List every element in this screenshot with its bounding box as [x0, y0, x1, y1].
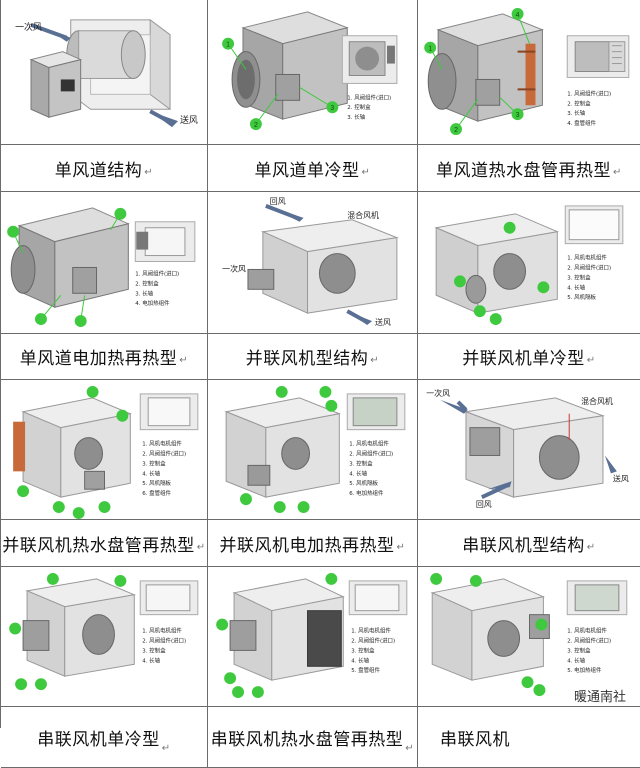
diagram-cell-4: 1. 风阀组件(进口) 2. 控制盒 3. 长轴 4. 电加热组件 — [1, 192, 208, 334]
legend-item-4: 4. 长轴 — [567, 283, 585, 291]
watermark: 暖通南社 — [569, 685, 630, 706]
diagram-cell-8: 1. 风机电机组件 2. 风阀组件(进口) 3. 控制盒 4. 长轴 5. 风机… — [208, 380, 418, 520]
caption-6: 并联风机单冷型↵ — [418, 334, 640, 380]
legend-item-2: 2. 控制盒 — [567, 99, 591, 107]
caption-3: 单风道热水盘管再热型↵ — [418, 145, 640, 192]
series-fan-electric-diagram: 1. 风机电机组件 2. 风阀组件(进口) 3. 控制盒 4. 长轴 5. 电加… — [430, 572, 628, 697]
single-duct-electric-diagram: 1. 风阀组件(进口) 2. 控制盒 3. 长轴 4. 电加热组件 — [7, 207, 196, 328]
marker-2: 2 — [454, 127, 458, 134]
caption-9: 串联风机型结构↵ — [418, 520, 640, 567]
caption-5: 并联风机型结构↵ — [208, 334, 418, 380]
marker-1: 1 — [428, 46, 432, 53]
legend-item-4: 4. 电加热组件 — [135, 299, 170, 307]
legend-item-1: 1. 风阀组件(进口) — [347, 93, 391, 101]
legend-item-1: 1. 风机电机组件 — [142, 627, 182, 635]
label-supply-air: 送风 — [375, 317, 391, 327]
label-mixing-fan: 混合风机 — [347, 210, 379, 220]
legend-item-2: 2. 风阀组件(进口) — [142, 449, 186, 457]
single-duct-structure-diagram: 一次风 送风 — [15, 18, 198, 128]
label-return-air: 回风 — [270, 197, 286, 206]
legend-item-2: 2. 控制盒 — [347, 103, 371, 111]
caption-2: 单风道单冷型↵ — [208, 145, 418, 192]
legend-item-5: 5. 风机隔板 — [349, 479, 378, 487]
legend-item-5: 5. 盘管组件 — [351, 666, 380, 674]
legend-item-1: 1. 风阀组件(进口) — [567, 89, 611, 97]
caption-10: 串联风机单冷型↵ — [1, 707, 208, 768]
single-duct-hot-water-diagram: 1 2 3 4 1. 风阀组件(进口) 2. 控制盒 3. 长轴 4. 盘管组件 — [424, 7, 630, 136]
diagram-cell-5: 回风 混合风机 一次风 送风 — [208, 192, 418, 334]
legend-item-1: 1. 风机电机组件 — [567, 254, 607, 262]
legend-item-3: 3. 控制盒 — [567, 273, 591, 281]
legend-item-2: 2. 控制盒 — [135, 279, 159, 287]
legend-item-5: 5. 风机隔板 — [142, 479, 171, 487]
marker-3: 3 — [516, 112, 520, 119]
legend-item-2: 2. 风阀组件(进口) — [567, 636, 611, 644]
marker-2: 2 — [254, 122, 258, 129]
legend-item-3: 3. 长轴 — [347, 113, 365, 121]
caption-11: 串联风机热水盘管再热型↵ — [208, 707, 418, 768]
diagram-cell-3: 1 2 3 4 1. 风阀组件(进口) 2. 控制盒 3. 长轴 4. 盘管组件 — [418, 0, 640, 145]
legend-item-2: 2. 风阀组件(进口) — [567, 263, 611, 271]
caption-12: 串联风机 — [418, 707, 640, 768]
legend-item-3: 3. 控制盒 — [142, 459, 166, 467]
single-duct-cooling-diagram: 1 2 3 1. 风阀组件(进口) 2. 控制盒 3. 长轴 — [222, 11, 398, 131]
legend-item-1: 1. 风机电机组件 — [142, 440, 182, 448]
marker-3: 3 — [330, 105, 334, 112]
marker-1: 1 — [226, 42, 230, 49]
legend-item-1: 1. 风机电机组件 — [349, 440, 389, 448]
label-mixing-fan: 混合风机 — [581, 396, 613, 406]
diagram-cell-1: 一次风 送风 — [1, 0, 208, 145]
legend-item-4: 4. 长轴 — [349, 469, 367, 477]
legend-item-1: 1. 风阀组件(进口) — [135, 269, 179, 277]
label-primary-air: 一次风 — [426, 388, 450, 398]
caption-8: 并联风机电加热再热型↵ — [208, 520, 418, 567]
legend-item-1: 1. 风机电机组件 — [567, 627, 607, 635]
diagram-cell-12: 1. 风机电机组件 2. 风阀组件(进口) 3. 控制盒 4. 长轴 5. 电加… — [418, 567, 640, 707]
label-primary-air: 一次风 — [15, 21, 42, 33]
label-primary-air: 一次风 — [222, 263, 246, 273]
legend-item-5: 5. 电加热组件 — [567, 666, 602, 674]
parallel-fan-electric-diagram: 1. 风机电机组件 2. 风阀组件(进口) 3. 控制盒 4. 长轴 5. 风机… — [224, 385, 406, 514]
diagram-cell-6: 1. 风机电机组件 2. 风阀组件(进口) 3. 控制盒 4. 长轴 5. 风机… — [418, 192, 640, 334]
parallel-fan-hot-water-diagram: 1. 风机电机组件 2. 风阀组件(进口) 3. 控制盒 4. 长轴 5. 风机… — [13, 385, 199, 519]
diagram-cell-9: 一次风 混合风机 送风 回风 — [418, 380, 640, 520]
legend-item-4: 4. 长轴 — [351, 656, 369, 664]
legend-item-5: 5. 风机隔板 — [567, 293, 596, 301]
label-return-air: 回风 — [476, 500, 492, 509]
legend-item-6: 6. 盘管组件 — [142, 489, 171, 497]
legend-item-3: 3. 控制盒 — [351, 646, 375, 654]
legend-item-4: 4. 长轴 — [142, 469, 160, 477]
caption-7: 并联风机热水盘管再热型↵ — [1, 520, 208, 567]
legend-item-4: 4. 长轴 — [567, 656, 585, 664]
caption-4: 单风道电加热再热型↵ — [1, 334, 208, 380]
legend-item-3: 3. 控制盒 — [567, 646, 591, 654]
legend-item-6: 6. 电加热组件 — [349, 489, 384, 497]
marker-4: 4 — [516, 12, 520, 19]
series-fan-hot-water-diagram: 1. 风机电机组件 2. 风阀组件(进口) 3. 控制盒 4. 长轴 5. 盘管… — [216, 572, 408, 699]
legend-item-4: 4. 盘管组件 — [567, 119, 596, 127]
legend-item-3: 3. 控制盒 — [349, 459, 373, 467]
label-supply-air: 送风 — [613, 473, 629, 483]
diagram-cell-2: 1 2 3 1. 风阀组件(进口) 2. 控制盒 3. 长轴 — [208, 0, 418, 145]
legend-item-3: 3. 控制盒 — [142, 646, 166, 654]
legend-item-2: 2. 风阀组件(进口) — [351, 636, 395, 644]
legend-item-3: 3. 长轴 — [135, 289, 153, 297]
label-supply-air: 送风 — [180, 114, 198, 126]
parallel-fan-structure-diagram: 回风 混合风机 一次风 送风 — [222, 197, 399, 327]
legend-item-1: 1. 风机电机组件 — [351, 627, 391, 635]
legend-item-3: 3. 长轴 — [567, 109, 585, 117]
caption-1: 单风道结构↵ — [1, 145, 208, 192]
diagram-cell-11: 1. 风机电机组件 2. 风阀组件(进口) 3. 控制盒 4. 长轴 5. 盘管… — [208, 567, 418, 707]
series-fan-cooling-diagram: 1. 风机电机组件 2. 风阀组件(进口) 3. 控制盒 4. 长轴 — [9, 572, 199, 691]
legend-item-2: 2. 风阀组件(进口) — [349, 449, 393, 457]
legend-item-2: 2. 风阀组件(进口) — [142, 636, 186, 644]
diagram-cell-10: 1. 风机电机组件 2. 风阀组件(进口) 3. 控制盒 4. 长轴 — [1, 567, 208, 707]
legend-item-4: 4. 长轴 — [142, 656, 160, 664]
parallel-fan-cooling-diagram: 1. 风机电机组件 2. 风阀组件(进口) 3. 控制盒 4. 长轴 5. 风机… — [434, 205, 624, 326]
diagram-cell-7: 1. 风机电机组件 2. 风阀组件(进口) 3. 控制盒 4. 长轴 5. 风机… — [1, 380, 208, 520]
series-fan-structure-diagram: 一次风 混合风机 送风 回风 — [426, 388, 629, 509]
